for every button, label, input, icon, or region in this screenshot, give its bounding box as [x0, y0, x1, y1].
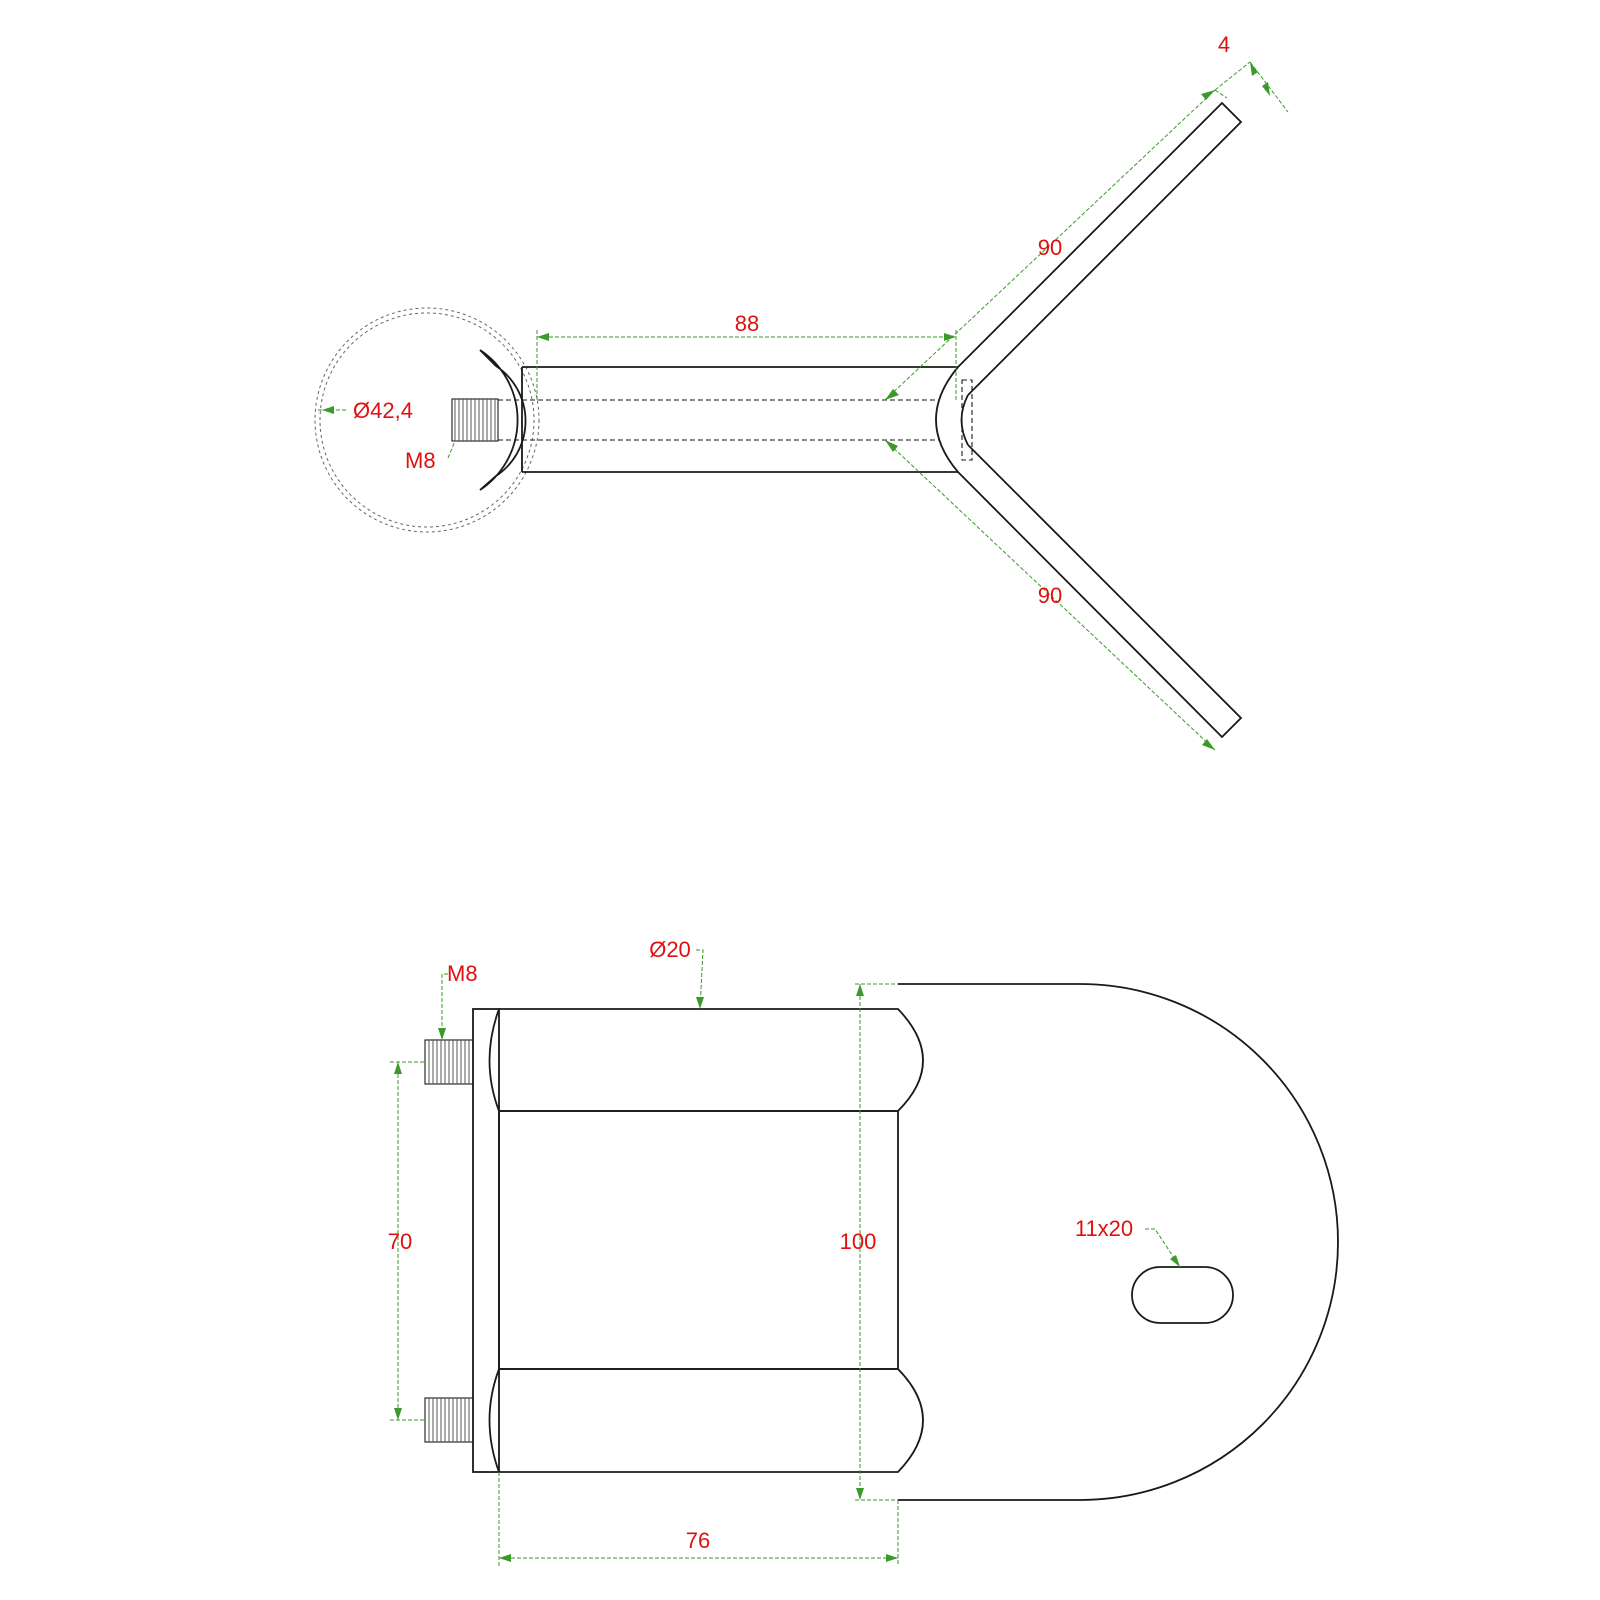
dim-label-88: 88	[735, 311, 759, 336]
dim-label-100: 100	[840, 1229, 877, 1254]
dim-88: 88	[536, 311, 957, 400]
y-plate-outer	[957, 101, 1243, 739]
thread-stud-bottom	[424, 1397, 474, 1443]
round-bar-top	[488, 1008, 924, 1112]
dim-label-slot: 11x20	[1075, 1216, 1133, 1241]
leader-m8-front: M8	[438, 961, 478, 1040]
saddle-strip	[472, 1008, 500, 1473]
dim-label-76: 76	[686, 1528, 710, 1553]
dim-76: 76	[498, 1472, 899, 1566]
central-body	[498, 1110, 899, 1370]
dim-label-4: 4	[1218, 32, 1230, 57]
plate-edge-hidden	[961, 379, 973, 461]
label-thread-front: M8	[447, 961, 478, 986]
slot	[1131, 1266, 1234, 1324]
top-view: 88 90 90 4 Ø42,4	[314, 32, 1289, 751]
round-bar-body	[521, 366, 958, 473]
dim-label-90-lower: 90	[1038, 583, 1062, 608]
dim-90-lower: 90	[884, 439, 1216, 751]
dim-90-upper: 90	[884, 89, 1228, 401]
tube-outline-outer	[314, 307, 540, 533]
dim-label-bar-diameter: Ø20	[649, 937, 691, 962]
y-plate-bend	[935, 366, 969, 473]
label-m8-top: M8	[405, 440, 456, 473]
plate-face-edge	[1079, 983, 1339, 1501]
dim-label-90-upper: 90	[1038, 235, 1062, 260]
thread-hatching	[454, 399, 496, 441]
dim-4: 4	[1214, 32, 1289, 113]
thread-stud-top	[424, 1039, 474, 1085]
leader-slot: 11x20	[1075, 1216, 1181, 1268]
saddle-clamp	[479, 349, 527, 491]
dim-70: 70	[388, 1061, 425, 1421]
dim-label-tube-diameter: Ø42,4	[353, 398, 413, 423]
slot-inner-edge	[1131, 1266, 1161, 1324]
label-thread-top: M8	[405, 448, 436, 473]
tube-outline-inner	[319, 312, 535, 528]
plate-face	[898, 983, 1339, 1501]
leader-diameter-bar: Ø20	[649, 937, 704, 1010]
round-bar-bottom	[488, 1368, 924, 1473]
dim-label-70: 70	[388, 1229, 412, 1254]
front-view: 70 100 76 Ø20	[388, 937, 1339, 1566]
dim-100: 100	[840, 983, 898, 1501]
dim-diameter-tube: Ø42,4	[318, 398, 413, 423]
